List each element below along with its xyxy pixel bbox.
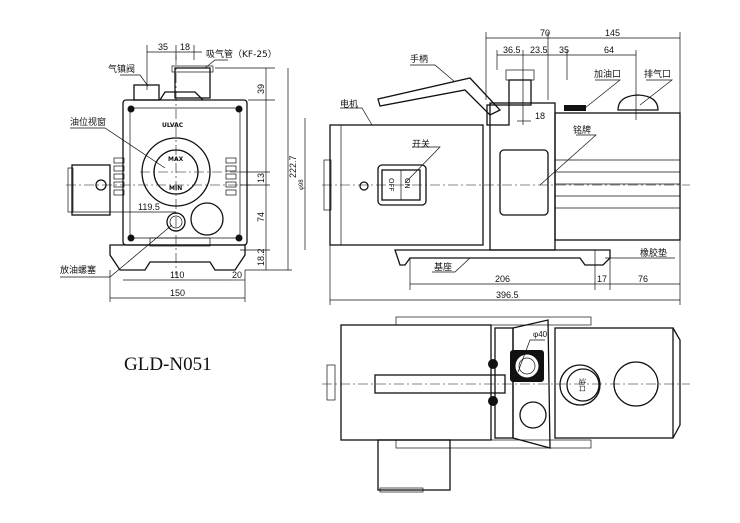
dim-119-5: 119.5 <box>138 202 160 212</box>
dim-39: 39 <box>256 84 266 94</box>
dim-13: 13 <box>256 173 266 183</box>
dim-17: 17 <box>597 274 607 284</box>
dim-20: 20 <box>232 270 242 280</box>
exhaust-label: 排气口 <box>644 68 671 80</box>
side-view: OFF ON 70 145 36.5 23.5 35 64 <box>322 28 690 305</box>
inlet-label: 吸气管（KF-25） <box>206 48 277 60</box>
model-title: GLD-N051 <box>124 354 212 375</box>
dim-18-side: 18 <box>535 111 545 121</box>
max-label: MAX <box>168 156 184 163</box>
dim-222-7: 222.7 <box>288 155 298 178</box>
oil-cap-label: 油口 <box>578 378 587 392</box>
dim-64: 64 <box>604 45 614 55</box>
oil-fill-label: 加油口 <box>594 68 621 80</box>
dim-150: 150 <box>170 288 185 298</box>
dim-206: 206 <box>495 274 510 284</box>
top-view: 油口 φ40 <box>322 316 690 493</box>
dim-145: 145 <box>605 28 620 38</box>
dim-396-5: 396.5 <box>496 290 519 300</box>
dim-40: φ40 <box>533 330 548 339</box>
dim-98: φ98 <box>299 179 305 190</box>
switch-on-button[interactable]: ON <box>403 178 411 189</box>
dim-110: 110 <box>170 270 184 280</box>
handle-label: 手柄 <box>410 53 428 65</box>
dim-70: 70 <box>540 28 550 38</box>
min-label: MIN <box>169 185 182 192</box>
drain-plug-label: 放油螺塞 <box>60 264 96 276</box>
dim-18: 18 <box>180 42 190 52</box>
front-view: 35 18 吸气管（KF-25） 气镇阀 油位视窗 ULVAC MAX MIN … <box>60 42 306 302</box>
dim-74: 74 <box>256 212 266 222</box>
dim-35-side: 35 <box>559 45 569 55</box>
dim-18-2: 18.2 <box>256 248 266 266</box>
switch-label: 开关 <box>412 138 430 150</box>
rubber-pad-label: 橡胶垫 <box>640 247 667 259</box>
dim-23-5: 23.5 <box>530 45 548 55</box>
brand-label: ULVAC <box>162 122 184 129</box>
dim-76: 76 <box>638 274 648 284</box>
gas-ballast-label: 气镇阀 <box>108 63 135 75</box>
motor-label: 电机 <box>340 98 358 110</box>
dim-36-5: 36.5 <box>503 45 521 55</box>
nameplate-label: 铭牌 <box>573 124 591 136</box>
dim-35: 35 <box>158 42 168 52</box>
oil-window-label: 油位视窗 <box>70 116 106 128</box>
base-label: 基座 <box>434 261 452 273</box>
